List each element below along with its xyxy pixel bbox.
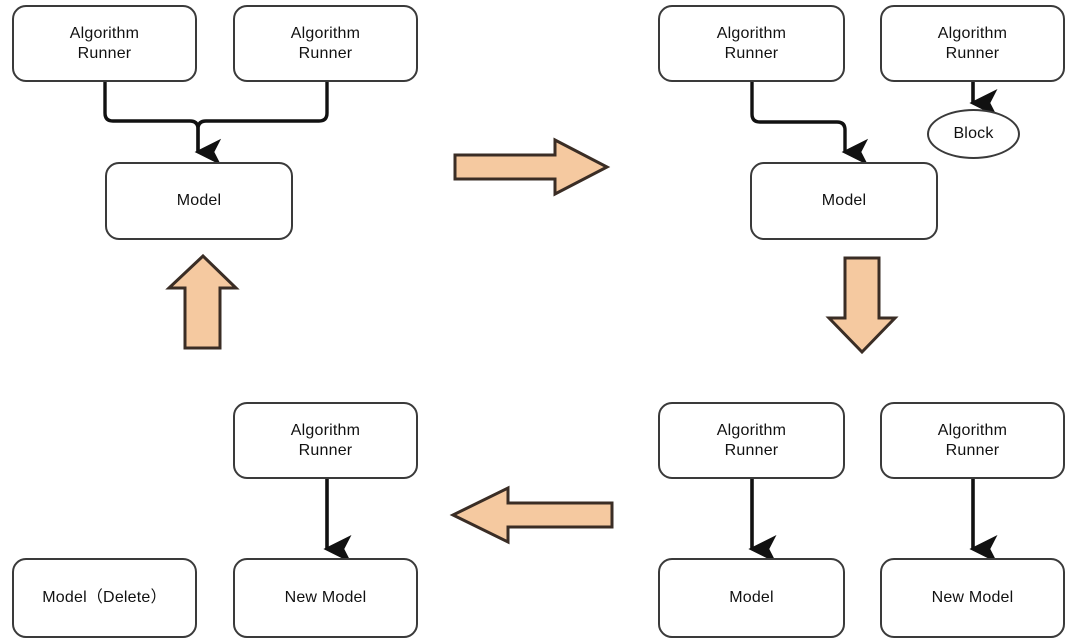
connector-tl-runner1-to-model: [103, 82, 222, 166]
node-tl-model[interactable]: Model: [105, 162, 293, 240]
node-label: Model: [176, 192, 222, 209]
node-label: New Model: [284, 589, 367, 606]
flow-arrow-down-icon: [825, 256, 899, 355]
flow-arrow-up-icon: [165, 253, 240, 350]
node-bl-algorithm-runner[interactable]: Algorithm Runner: [233, 402, 418, 479]
node-bl-new-model[interactable]: New Model: [233, 558, 418, 638]
node-tr-algorithm-runner-1[interactable]: Algorithm Runner: [658, 5, 845, 82]
node-br-algorithm-runner-2[interactable]: Algorithm Runner: [880, 402, 1065, 479]
node-label: Block: [953, 125, 994, 142]
node-label: Algorithm Runner: [716, 24, 787, 62]
node-label: Algorithm Runner: [937, 421, 1008, 459]
node-tl-algorithm-runner-2[interactable]: Algorithm Runner: [233, 5, 418, 82]
node-label: New Model: [931, 589, 1014, 606]
node-br-new-model[interactable]: New Model: [880, 558, 1065, 638]
flow-arrow-right-icon: [453, 137, 611, 197]
node-bl-model-delete[interactable]: Model（Delete）: [12, 558, 197, 638]
node-label: Algorithm Runner: [937, 24, 1008, 62]
flow-arrow-left-icon: [449, 485, 614, 545]
node-tr-algorithm-runner-2[interactable]: Algorithm Runner: [880, 5, 1065, 82]
node-label: Model: [821, 192, 867, 209]
node-label: Algorithm Runner: [716, 421, 787, 459]
node-label: Model: [729, 589, 774, 606]
node-label: Model（Delete）: [42, 589, 167, 606]
node-tr-block[interactable]: Block: [927, 109, 1020, 159]
node-label: Algorithm Runner: [290, 24, 361, 62]
node-label: Algorithm Runner: [290, 421, 361, 459]
node-tl-algorithm-runner-1[interactable]: Algorithm Runner: [12, 5, 197, 82]
node-label: Algorithm Runner: [69, 24, 140, 62]
connector-tr-runner1-to-model: [750, 82, 869, 166]
node-tr-model[interactable]: Model: [750, 162, 938, 240]
node-br-model[interactable]: Model: [658, 558, 845, 638]
connector-tl-runner2-to-model: [196, 82, 329, 152]
node-br-algorithm-runner-1[interactable]: Algorithm Runner: [658, 402, 845, 479]
